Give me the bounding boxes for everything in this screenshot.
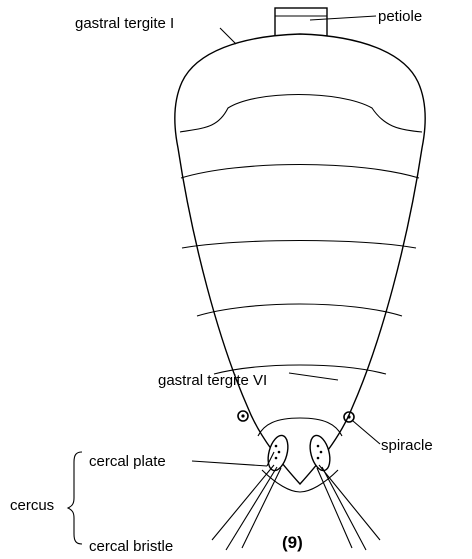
label-gastral-tergite-i: gastral tergite I [75, 15, 174, 32]
label-cercal-plate: cercal plate [89, 453, 166, 470]
label-spiracle: spiracle [381, 437, 433, 454]
gaster-outline [175, 34, 426, 484]
spiracle-left [238, 411, 248, 421]
label-cercus: cercus [10, 497, 54, 514]
figure-number: (9) [282, 533, 303, 552]
label-cercal-bristle: cercal bristle [89, 538, 173, 555]
label-petiole: petiole [378, 8, 422, 25]
label-gastral-tergite-vi: gastral tergite VI [158, 372, 267, 389]
cercus-brace [68, 452, 82, 544]
petiole [275, 8, 327, 36]
